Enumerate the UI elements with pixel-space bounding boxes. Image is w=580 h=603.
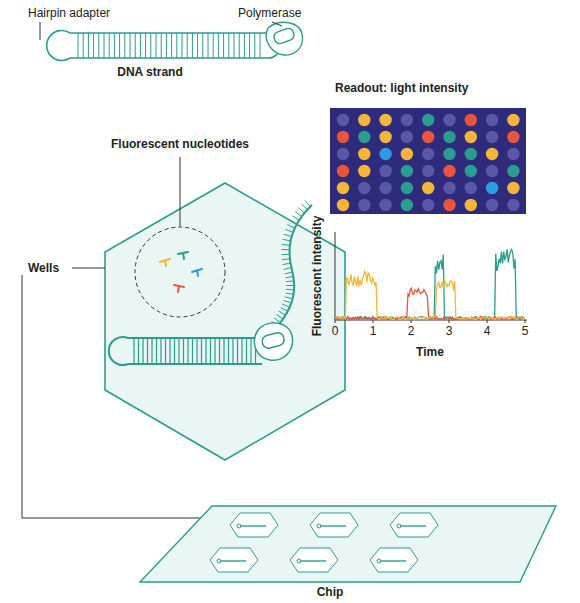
panel-title: Readout: light intensity — [335, 82, 468, 96]
leader-line — [180, 157, 181, 226]
chip-wells — [210, 513, 438, 572]
part-label: Chip — [317, 586, 344, 600]
well-hexagon — [105, 183, 345, 460]
readout-dots — [337, 114, 520, 211]
dna-hairpin-top — [47, 31, 281, 61]
polymerase-symbol — [254, 323, 292, 360]
part-label: Wells — [28, 262, 59, 276]
fluorescence-traces — [335, 249, 524, 319]
nucleotide-pool — [135, 227, 225, 317]
readout-panel — [330, 108, 526, 214]
leader-line — [40, 22, 41, 40]
tick-label: 4 — [484, 325, 491, 339]
part-label: Hairpin adapter — [28, 7, 110, 21]
dna-hairpin-well — [109, 201, 312, 365]
axis-title: Fluorescent intensity — [311, 216, 325, 337]
polymerase-symbol — [266, 22, 302, 55]
tick-label: 5 — [522, 325, 529, 339]
tick-label: 3 — [446, 325, 453, 339]
part-label: DNA strand — [117, 66, 183, 80]
chart-axes — [335, 232, 527, 323]
axis-title: Time — [416, 346, 444, 360]
tick-label: 1 — [370, 325, 377, 339]
part-label: Polymerase — [238, 7, 301, 21]
part-label: Fluorescent nucleotides — [111, 138, 249, 152]
tick-label: 0 — [332, 325, 339, 339]
tick-label: 2 — [408, 325, 415, 339]
leader-line — [272, 22, 282, 26]
chip-plate — [140, 506, 556, 582]
nucleotides — [160, 252, 202, 292]
leader-line — [22, 268, 246, 518]
